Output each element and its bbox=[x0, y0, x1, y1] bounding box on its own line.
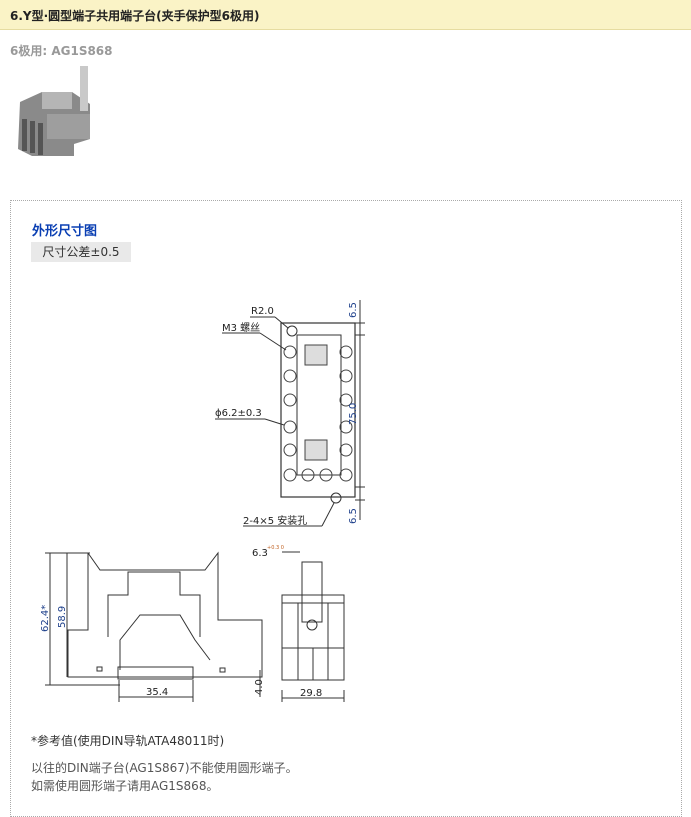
product-label: 6极用: AG1S868 bbox=[10, 44, 113, 58]
section-title: 6.Y型·圆型端子共用端子台(夹手保护型6极用) bbox=[10, 9, 260, 23]
dim-end-width: 29.8 bbox=[300, 688, 322, 699]
dimension-title: 外形尺寸图 bbox=[32, 224, 98, 239]
label-screw: M3 螺丝 bbox=[222, 322, 260, 334]
dim-gap-tol: +0.3 0 bbox=[267, 545, 284, 551]
dim-top: 6.5 bbox=[348, 302, 359, 318]
dim-h2: 58.9 bbox=[57, 606, 68, 628]
dim-h1: 62.4* bbox=[40, 605, 51, 632]
dim-main: 75.0 bbox=[348, 403, 359, 425]
label-phi: ϕ6.2±0.3 bbox=[215, 408, 262, 419]
end-view: 29.8 6.3 +0.3 0 bbox=[252, 545, 345, 702]
label-r: R2.0 bbox=[251, 306, 274, 317]
dim-bottom: 6.5 bbox=[348, 508, 359, 524]
product-photo bbox=[18, 66, 90, 156]
dim-foot: 4.0 bbox=[254, 679, 265, 695]
note-reference: *参考值(使用DIN导轨ATA48011时) bbox=[31, 734, 225, 748]
side-view: 62.4* 58.9 35.4 4.0 bbox=[40, 551, 265, 702]
label-holes: 2-4×5 安装孔 bbox=[243, 514, 307, 527]
note-recommend: 如需使用圆形端子请用AG1S868。 bbox=[31, 779, 219, 793]
section-header: 6.Y型·圆型端子共用端子台(夹手保护型6极用) bbox=[0, 0, 691, 30]
tolerance-badge: 尺寸公差±0.5 bbox=[31, 242, 131, 262]
dim-gap: 6.3 bbox=[252, 548, 268, 559]
dim-width: 35.4 bbox=[146, 687, 168, 698]
top-view: 6.5 75.0 6.5 R2.0 M3 螺丝 ϕ6.2±0.3 2-4×5 安… bbox=[215, 300, 365, 527]
note-compat: 以往的DIN端子台(AG1S867)不能使用圆形端子。 bbox=[31, 761, 298, 775]
